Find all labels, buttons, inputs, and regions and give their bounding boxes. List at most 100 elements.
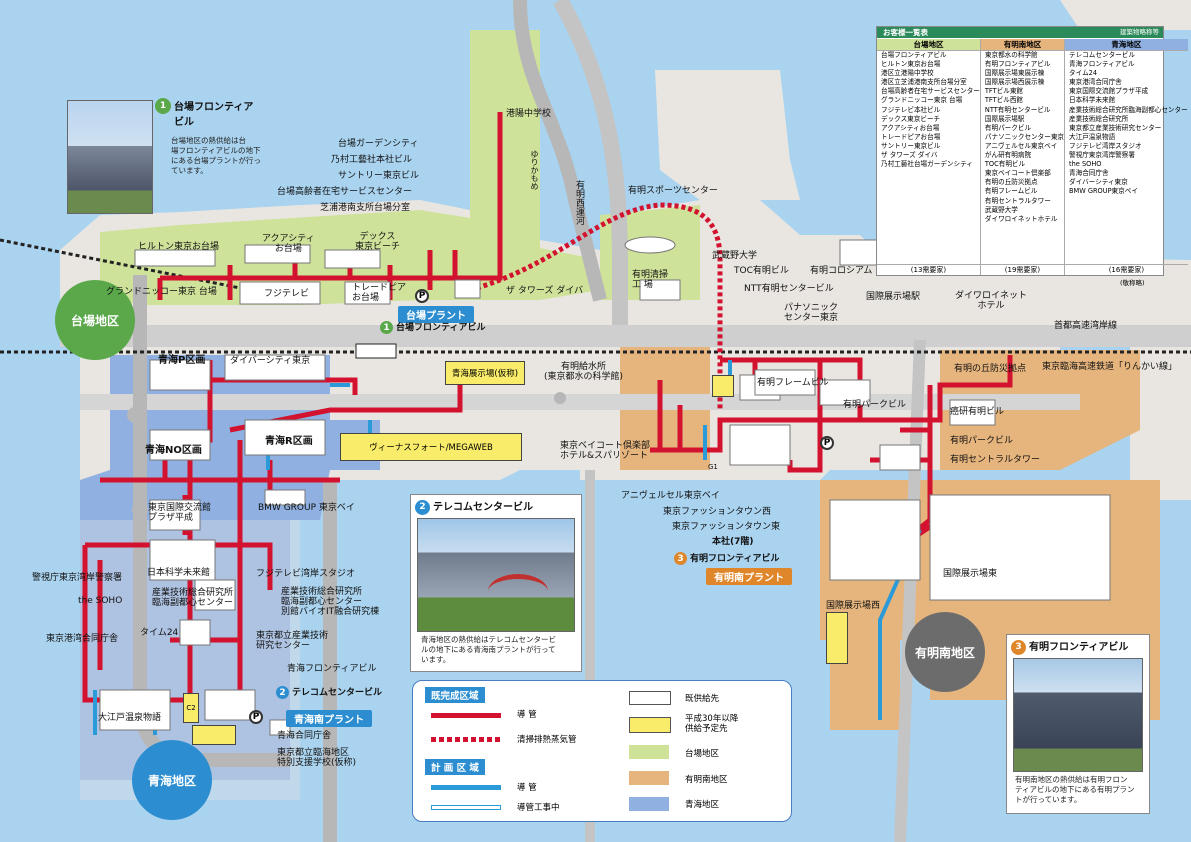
- label-rinkai-school: 東京都立臨海地区 特別支援学校(仮称): [277, 748, 357, 768]
- customer-item: フジテレビ本社ビル: [881, 105, 941, 114]
- label-odaiba-garden: 台場ガーデンシティ: [338, 139, 419, 149]
- bldg-towers: [454, 279, 481, 299]
- callout3-desc-1: 有明南地区の熱供給は有明フロン: [1015, 774, 1128, 784]
- aomi-plant-marker: P: [249, 710, 263, 724]
- num-badge-3-callout: 3: [1011, 639, 1026, 655]
- label-aomi-no: 青海NO区画: [145, 445, 202, 456]
- customer-item: パナソニックセンター東京: [984, 132, 1065, 141]
- customer-column-header: 青海地区: [1065, 39, 1188, 51]
- odaiba-green-north: [470, 30, 540, 250]
- callout1-desc-3: にある台場プラントが行っ: [171, 156, 261, 165]
- ariake-north-land: [655, 70, 800, 200]
- callout1-desc-1: 台場地区の熱供給は台: [171, 136, 246, 145]
- callout3-title: 有明フロンティアビル: [1029, 642, 1129, 653]
- label-fashion-west: 東京ファッションタウン西: [663, 507, 772, 517]
- customer-item: ザ タワーズ ダイバ: [881, 151, 938, 160]
- bldg-kokusai-koryu: [149, 499, 201, 531]
- bldg-diver: [224, 354, 326, 381]
- customer-item: アニヴェルセル東京ベイ: [984, 141, 1058, 150]
- map-legend: 既完成区域 導 管 清掃排熱蒸気管 計 画 区 域 導 管 導管工事中 既供給先…: [412, 680, 792, 822]
- label-panasonic: パナソニック センター東京: [784, 303, 839, 323]
- label-ariake-canal: 有明西運河: [574, 180, 584, 225]
- bldg-sangyo: [194, 579, 236, 611]
- district-odaiba-badge: 台場地区: [55, 280, 135, 360]
- bldg-fujitv: [239, 281, 321, 305]
- label-g1: G1: [708, 463, 718, 471]
- bldg-frame: [754, 369, 816, 396]
- customer-item: 国際展示場東展示棟: [984, 69, 1045, 78]
- bldg-kokusai-h: [929, 494, 1111, 601]
- aomi-yellow-c2: C2: [183, 693, 199, 723]
- label-sangyo-gijutsu: 産業技術総合研究所 臨海副都心センター 別館バイオIT融合研究棟: [281, 587, 380, 617]
- customer-item: 東京都立産業技術研究センター: [1069, 123, 1162, 132]
- customer-item: TFTビル東館: [984, 87, 1024, 96]
- legend-supplied-swatch: [629, 691, 671, 705]
- customer-table-note: 建築物略称等: [1120, 28, 1159, 36]
- label-ariake-sports: 有明スポーツセンター: [628, 186, 718, 196]
- customer-item: 有明セントラルタワー: [984, 196, 1051, 205]
- customer-item: 日本科学未来館: [1069, 96, 1116, 105]
- customer-item: 東京国際交流館プラザ平成: [1069, 87, 1149, 96]
- ariake-frontier-photo: [1013, 657, 1143, 772]
- callout1-desc-2: 場フロンティアビルの地下: [171, 146, 261, 155]
- label-nihon-kagaku: 日本科学未来館: [147, 568, 211, 578]
- customer-item: デックス東京ビーチ: [881, 114, 941, 123]
- label-decks: デックス 東京ビーチ: [355, 232, 401, 252]
- label-ariake-seiso: 有明清掃 工 場: [632, 270, 669, 290]
- customer-item: 乃村工藝社台場ガーデンシティ: [881, 160, 973, 169]
- label-honsha: 本社(7階): [712, 537, 754, 547]
- customer-item: タイム24: [1069, 69, 1098, 78]
- legend-pipe-label: 導 管: [517, 710, 537, 720]
- legend-supplied-label: 既供給先: [685, 694, 720, 704]
- label-kokusai-nishi: 国際展示場西: [826, 601, 881, 611]
- legend-exhaust-swatch: [431, 737, 501, 742]
- num-badge-2-callout: 2: [415, 499, 430, 515]
- customer-item: 警視庁東京湾岸警察署: [1069, 151, 1135, 160]
- bldg-aomi-r: [244, 419, 326, 456]
- label-kaken: 癌研有明ビル: [950, 407, 1005, 417]
- label-the-soho: the SOHO: [78, 596, 123, 606]
- label-aqua-city: アクアシティ お台場: [262, 234, 315, 254]
- customer-table-abbr-note: (敬称略): [1120, 279, 1145, 287]
- label-anniversaire: アニヴェルセル東京ベイ: [621, 491, 720, 501]
- customer-item: トレードピアお台場: [881, 132, 941, 141]
- callout1-title-1: 台場フロンティア: [174, 102, 254, 113]
- callout3-desc-3: トが行っています。: [1015, 794, 1082, 804]
- legend-future-swatch: [629, 717, 671, 733]
- telecom-photo: [417, 517, 575, 632]
- customer-item: 産業技術総合研究所: [1069, 114, 1129, 123]
- bldg-coliseum: [839, 239, 881, 266]
- road-ariake-v: [894, 339, 926, 842]
- roundabout-2: [132, 502, 148, 518]
- bldg-aqua: [244, 244, 311, 264]
- label-ariake-kyusui: 有明給水所 (東京都水の科学館): [544, 362, 624, 382]
- legend-planned-pipe-label: 導 管: [517, 783, 537, 793]
- customer-column: 台場地区台場フロンティアビルヒルトン東京お台場港区立港陽中学校港区立芝浦港南支所…: [877, 39, 981, 275]
- customer-item: ダイバーシティ東京: [1069, 178, 1128, 187]
- label-tokyo-kowan: 東京港湾合同庁舎: [46, 634, 119, 644]
- customer-item: フジテレビ湾岸スタジオ: [1069, 141, 1142, 150]
- label-ntt-ariake: NTT有明センタービル: [744, 284, 834, 294]
- label-daiwa-roynet: ダイワロイネット ホテル: [955, 291, 1028, 311]
- label-rinkai-line: 東京臨海高速鉄道「りんかい線」: [1042, 362, 1178, 372]
- label-keishicho: 警視庁東京湾岸警察署: [32, 573, 123, 583]
- label-the-towers: ザ タワーズ ダイバ: [506, 286, 584, 296]
- label-ariake-park: 有明パークビル: [843, 400, 907, 410]
- bldg-central: [879, 444, 921, 471]
- exhaust-steam-pipe: [469, 202, 723, 410]
- label-ariake-central: 有明セントラルタワー: [950, 455, 1041, 465]
- customer-item: 青海合同庁舎: [1069, 169, 1109, 178]
- label-kokusai-higashi: 国際展示場東: [943, 569, 998, 579]
- customer-item: 東京ベイコート倶楽部: [984, 169, 1051, 178]
- num-badge-3-map: 3: [674, 552, 687, 565]
- customer-item: 東京都水の科学館: [984, 51, 1038, 59]
- customer-item: BMW GROUP東京ベイ: [1069, 187, 1138, 196]
- bldg-kokusai-w: [829, 499, 921, 581]
- customer-table-header: お客様一覧表建築物略称等: [877, 27, 1163, 38]
- customer-column-count: (19需要家): [980, 264, 1065, 275]
- customer-column-header: 台場地区: [877, 39, 980, 51]
